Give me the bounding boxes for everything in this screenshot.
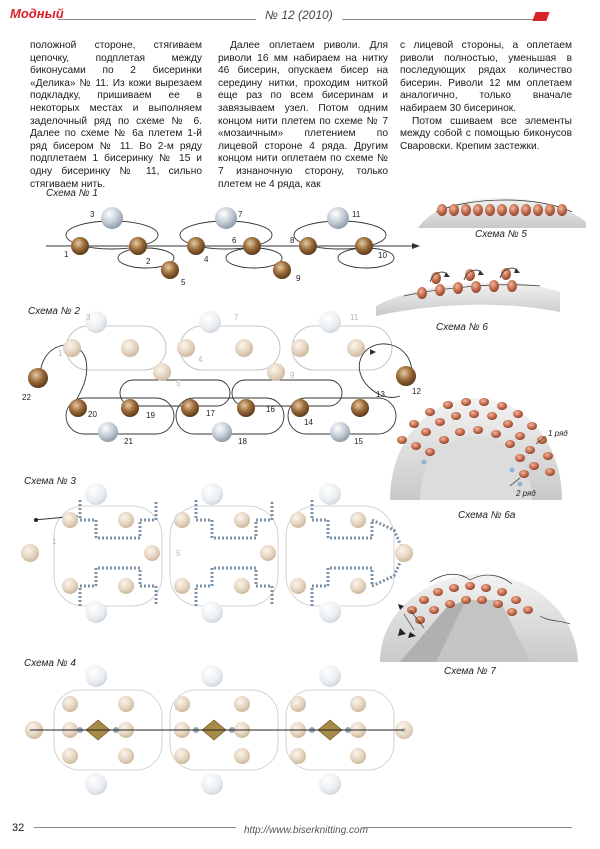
footer-rule-right — [362, 827, 572, 828]
footer-rule-left — [34, 827, 236, 828]
page-number: 32 — [12, 822, 24, 834]
footer-url[interactable]: http://www.biserknitting.com — [244, 825, 368, 836]
